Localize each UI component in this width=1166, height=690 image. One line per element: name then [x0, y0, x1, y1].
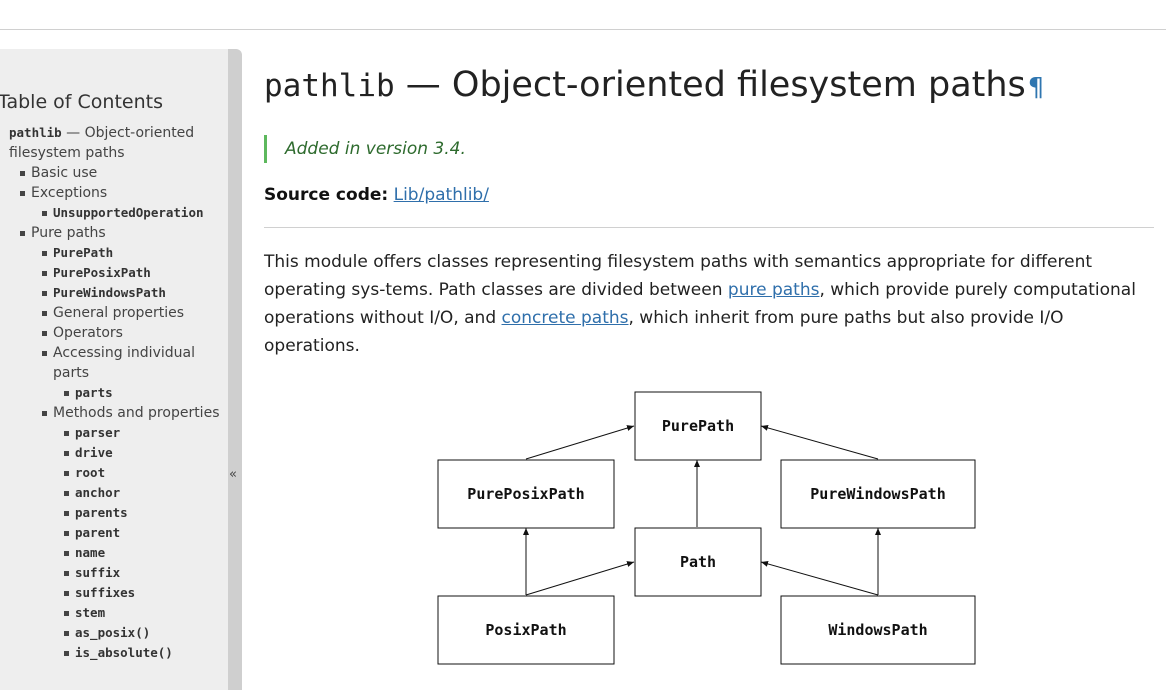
box-windowspath: WindowsPath [780, 595, 976, 665]
permalink-icon[interactable]: ¶ [1027, 73, 1045, 103]
toc-item[interactable]: name [0, 543, 226, 563]
toc-item-label[interactable]: Exceptions [31, 185, 108, 201]
toc-item-label[interactable]: — Object-oriented filesystem paths [9, 125, 195, 161]
toc-item[interactable]: Basic use [0, 163, 226, 183]
toc-item[interactable]: suffix [0, 563, 226, 583]
toc-item-code[interactable]: PurePosixPath [53, 265, 151, 280]
toc-item-code[interactable]: parent [75, 525, 121, 540]
toc-item-code[interactable]: parts [75, 385, 113, 400]
label-pureposixpath: PurePosixPath [467, 485, 584, 503]
arrow-purewindows-to-purepath [760, 425, 879, 460]
box-purepath: PurePath [634, 391, 762, 461]
version-added-text: Added in version 3.4. [285, 139, 466, 159]
toc-item[interactable]: root [0, 463, 226, 483]
box-path: Path [634, 527, 762, 597]
toc-item[interactable]: parent [0, 523, 226, 543]
toc-item-label[interactable]: Operators [53, 325, 123, 341]
toc-item[interactable]: Pure paths [0, 223, 226, 243]
page-title-text: — Object-oriented filesystem paths [394, 65, 1026, 105]
toc-item[interactable]: parents [0, 503, 226, 523]
box-purewindowspath: PureWindowsPath [780, 459, 976, 529]
intro-text-3: , which inherit from pure paths but also… [264, 308, 1064, 356]
toc-item[interactable]: General properties [0, 303, 226, 323]
source-code-line: Source code: Lib/pathlib/ [264, 185, 489, 205]
source-code-label: Source code: [264, 185, 389, 205]
toc-title: Table of Contents [0, 91, 163, 113]
source-code-link[interactable]: Lib/pathlib/ [393, 185, 489, 205]
main-content: pathlib — Object-oriented filesystem pat… [264, 49, 1154, 690]
toc-item-code[interactable]: name [75, 545, 106, 560]
toc-item[interactable]: Exceptions [0, 183, 226, 203]
arrow-windows-to-path [760, 561, 879, 596]
toc-item-code[interactable]: drive [75, 445, 113, 460]
toc-item-label[interactable]: Pure paths [31, 225, 106, 241]
label-path: Path [680, 553, 716, 571]
page-title-code: pathlib [264, 68, 395, 104]
toc-item[interactable]: parts [0, 383, 226, 403]
toc-item[interactable]: is_absolute() [0, 643, 226, 663]
arrow-posix-to-path [525, 561, 635, 596]
label-windowspath: WindowsPath [828, 621, 927, 639]
toc-item-code[interactable]: stem [75, 605, 106, 620]
toc-item[interactable]: PureWindowsPath [0, 283, 226, 303]
toc-item-code[interactable]: as_posix() [75, 625, 151, 640]
label-purewindowspath: PureWindowsPath [810, 485, 945, 503]
toc-item[interactable]: pathlib — Object-oriented filesystem pat… [0, 123, 226, 163]
sidebar: Table of Contents pathlib — Object-orien… [0, 49, 230, 690]
toc-list: pathlib — Object-oriented filesystem pat… [0, 123, 226, 663]
label-posixpath: PosixPath [485, 621, 566, 639]
intro-text-2: , which provide purely computational ope… [264, 280, 1136, 328]
top-bar [0, 0, 1166, 30]
toc-item-code[interactable]: parents [75, 505, 128, 520]
divider [264, 227, 1154, 228]
toc-item-code[interactable]: pathlib [9, 125, 62, 140]
intro-paragraph: This module offers classes representing … [264, 248, 1154, 360]
pure-paths-link[interactable]: pure paths [727, 280, 820, 300]
box-pureposixpath: PurePosixPath [437, 459, 615, 529]
toc-item-label[interactable]: Methods and properties [53, 405, 220, 421]
label-purepath: PurePath [662, 417, 734, 435]
toc-item[interactable]: stem [0, 603, 226, 623]
toc-item[interactable]: parser [0, 423, 226, 443]
version-added-note: Added in version 3.4. [264, 135, 466, 163]
toc-item-code[interactable]: is_absolute() [75, 645, 173, 660]
toc-item-code[interactable]: UnsupportedOperation [53, 205, 204, 220]
intro-text-1: This module offers classes representing … [264, 252, 1093, 300]
toc-item-code[interactable]: PureWindowsPath [53, 285, 166, 300]
toc-item[interactable]: suffixes [0, 583, 226, 603]
toc-item[interactable]: anchor [0, 483, 226, 503]
toc-item-code[interactable]: suffixes [75, 585, 136, 600]
toc-item-label[interactable]: Accessing individual parts [53, 345, 195, 381]
arrow-pureposix-to-purepath [525, 425, 635, 460]
toc-item-code[interactable]: PurePath [53, 245, 114, 260]
box-posixpath: PosixPath [437, 595, 615, 665]
toc-item[interactable]: PurePath [0, 243, 226, 263]
toc-item-code[interactable]: anchor [75, 485, 121, 500]
toc-item[interactable]: Operators [0, 323, 226, 343]
sidebar-collapse-handle[interactable]: « [228, 49, 242, 690]
toc-item[interactable]: as_posix() [0, 623, 226, 643]
toc-item-label[interactable]: Basic use [31, 165, 98, 181]
toc-item-code[interactable]: root [75, 465, 106, 480]
concrete-paths-link[interactable]: concrete paths [501, 308, 629, 328]
table-of-contents: pathlib — Object-oriented filesystem pat… [0, 123, 226, 663]
page-title: pathlib — Object-oriented filesystem pat… [264, 65, 1044, 105]
collapse-icon[interactable]: « [229, 467, 237, 482]
toc-item-code[interactable]: parser [75, 425, 121, 440]
class-hierarchy-diagram: PurePath PurePosixPath PureWindowsPath P… [437, 391, 976, 665]
toc-item[interactable]: PurePosixPath [0, 263, 226, 283]
toc-item-code[interactable]: suffix [75, 565, 121, 580]
toc-item-label[interactable]: General properties [53, 305, 185, 321]
toc-item[interactable]: drive [0, 443, 226, 463]
toc-item[interactable]: UnsupportedOperation [0, 203, 226, 223]
toc-item[interactable]: Accessing individual parts [0, 343, 226, 383]
toc-item[interactable]: Methods and properties [0, 403, 226, 423]
